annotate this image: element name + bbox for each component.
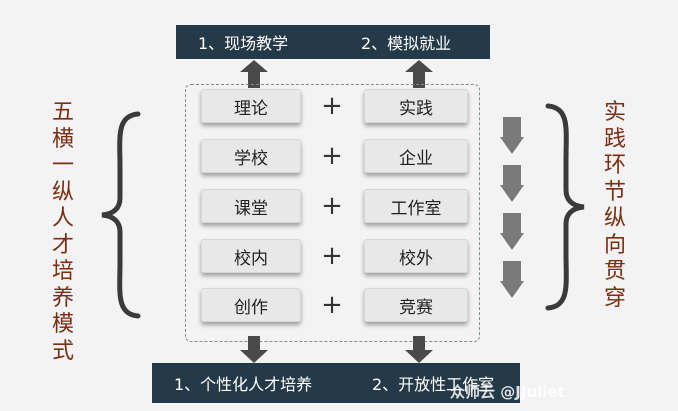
row-4-plus: + [321, 241, 343, 271]
pairing-group [185, 84, 480, 342]
down-arrow-4-icon [500, 261, 524, 298]
right-vertical-label: 实践环节纵向贯穿 [603, 100, 626, 311]
row-2-right-box: 企业 [364, 139, 468, 173]
down-arrow-2-icon [500, 165, 524, 202]
left-brace-icon [101, 111, 141, 319]
watermark: 众师云 @JJuliet [450, 383, 565, 401]
row-3-left-box: 课堂 [201, 189, 301, 223]
left-vertical-label: 五横一纵人才培养模式 [51, 100, 74, 364]
row-1-left-box: 理论 [201, 89, 301, 123]
row-4-left-box: 校内 [201, 239, 301, 273]
bottom-banner-item-1: 1、个性化人才培养 [174, 375, 313, 394]
down-arrow-right-icon [405, 336, 433, 363]
row-1-right-box: 实践 [364, 89, 468, 123]
bottom-banner: 1、个性化人才培养 2、开放性工作室 [152, 363, 520, 403]
row-3-plus: + [321, 191, 343, 221]
top-banner: 1、现场教学 2、模拟就业 [176, 25, 490, 59]
down-arrow-1-icon [500, 117, 524, 154]
row-4-right-box: 校外 [364, 239, 468, 273]
row-5-plus: + [321, 290, 343, 320]
row-2-left-box: 学校 [201, 139, 301, 173]
down-arrow-left-icon [240, 336, 268, 363]
up-arrow-left-icon [240, 60, 268, 88]
bottom-banner-item-2: 2、开放性工作室 [372, 375, 495, 394]
right-brace-icon [545, 103, 585, 311]
row-5-right-box: 竞赛 [364, 288, 468, 322]
top-banner-item-2: 2、模拟就业 [361, 34, 452, 53]
down-arrow-3-icon [500, 213, 524, 250]
row-1-plus: + [321, 91, 343, 121]
top-banner-item-1: 1、现场教学 [198, 34, 289, 53]
row-5-left-box: 创作 [201, 288, 301, 322]
row-2-plus: + [321, 141, 343, 171]
up-arrow-right-icon [405, 60, 433, 88]
row-3-right-box: 工作室 [364, 189, 468, 223]
